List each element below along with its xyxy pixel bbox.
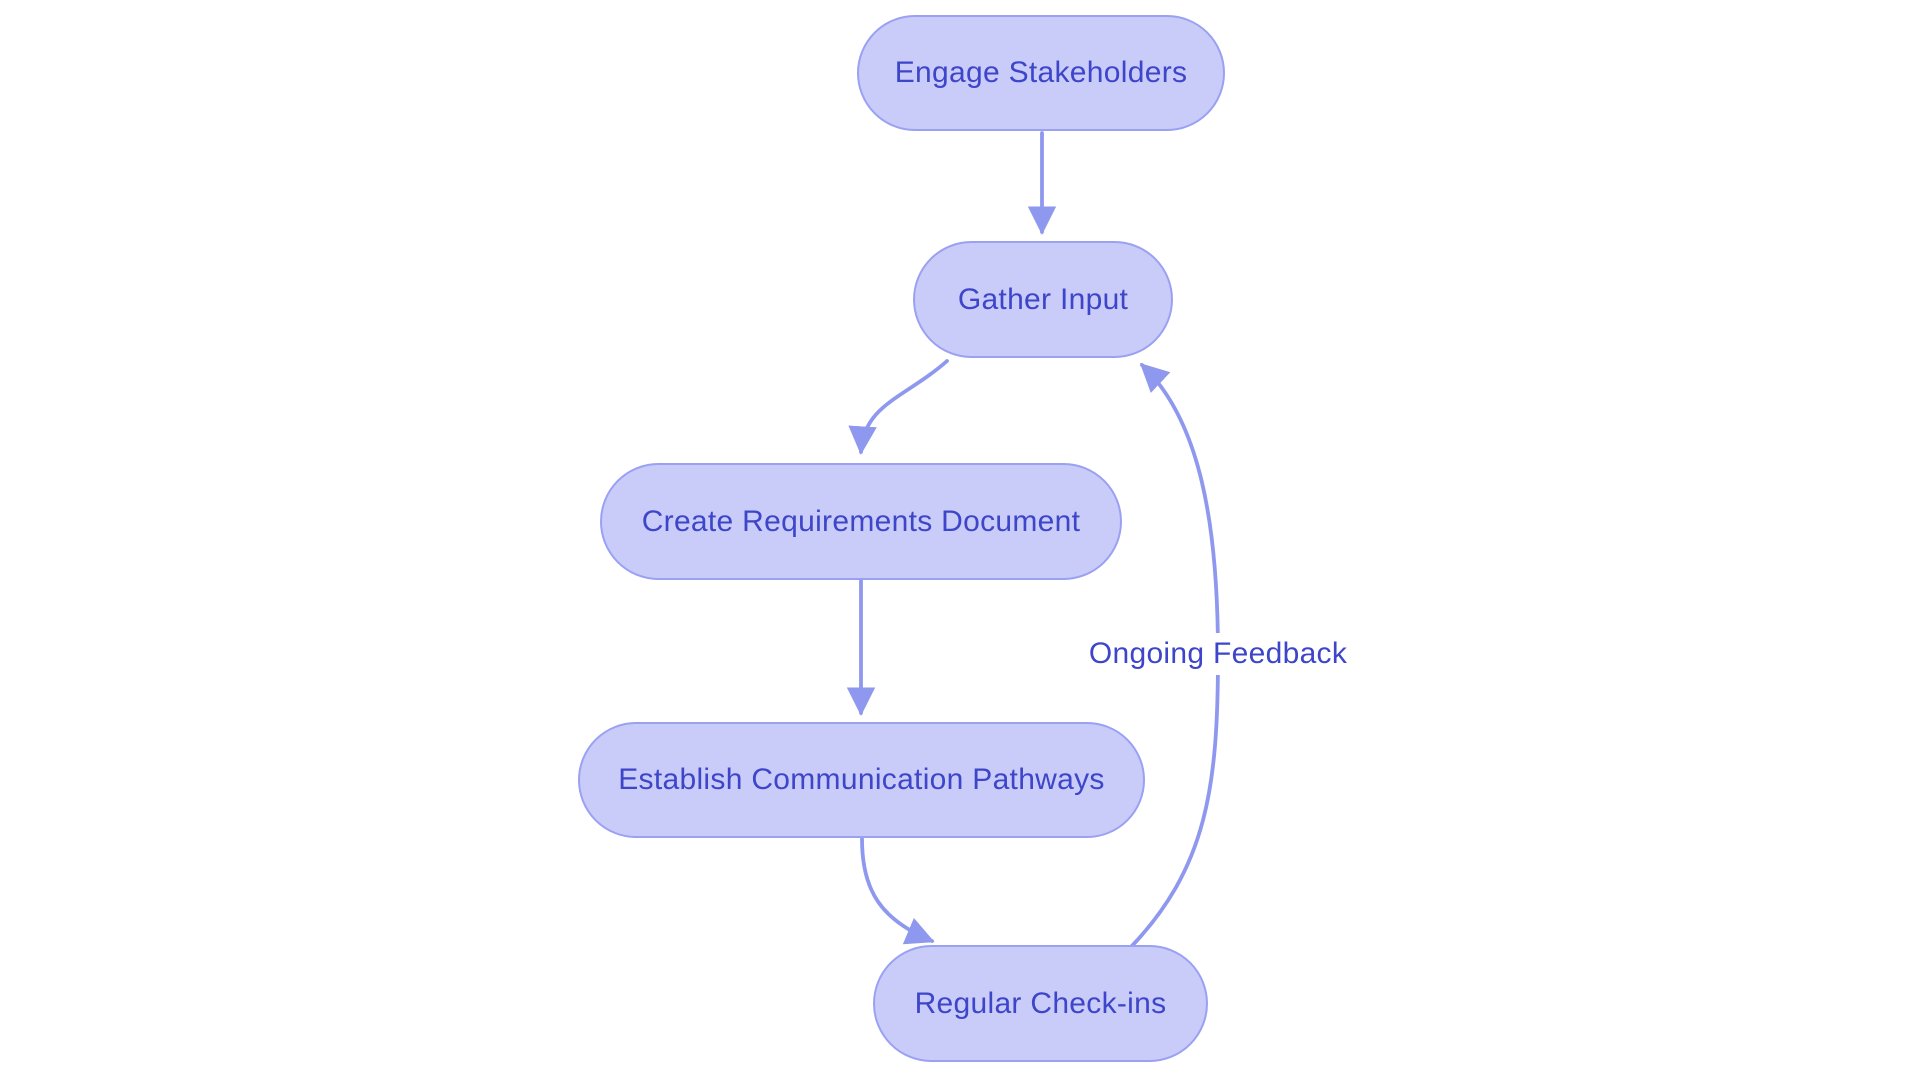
node-establish-communication-pathways: Establish Communication Pathways xyxy=(578,722,1145,838)
node-label: Create Requirements Document xyxy=(641,504,1081,538)
edge-label-ongoing-feedback: Ongoing Feedback xyxy=(1078,633,1358,675)
edge-gather-to-create xyxy=(848,359,949,455)
node-label: Gather Input xyxy=(957,282,1129,316)
node-gather-input: Gather Input xyxy=(913,241,1173,358)
node-regular-check-ins: Regular Check-ins xyxy=(873,945,1208,1062)
node-engage-stakeholders: Engage Stakeholders xyxy=(857,15,1225,131)
node-label: Regular Check-ins xyxy=(914,986,1167,1020)
edge-establish-to-checkins xyxy=(860,837,935,945)
node-label: Establish Communication Pathways xyxy=(618,763,1105,796)
node-create-requirements-document: Create Requirements Document xyxy=(600,463,1122,580)
node-label: Engage Stakeholders xyxy=(894,56,1188,89)
